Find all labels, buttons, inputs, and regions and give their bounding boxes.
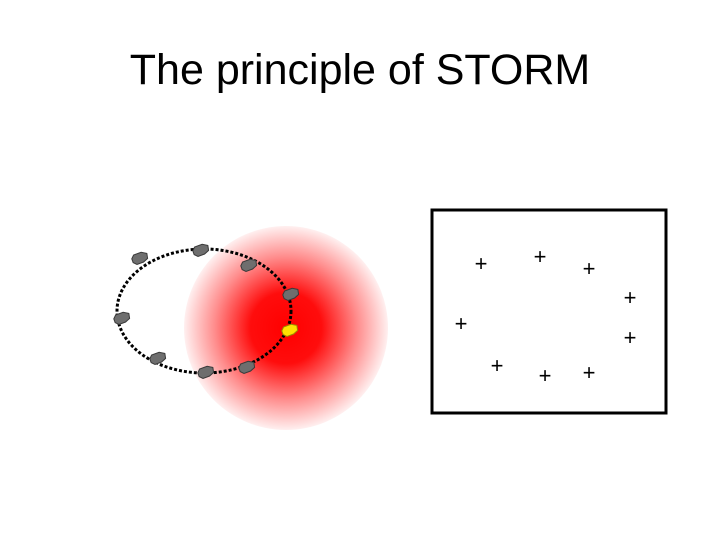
molecule [282,287,300,301]
molecule [197,365,215,379]
molecule-group [113,243,300,379]
localization-marker: + [455,311,468,336]
localization-marker: + [534,244,547,269]
localization-marker: + [491,353,504,378]
slide-title: The principle of STORM [129,46,591,94]
localization-group: + + + + + + + + + [455,244,637,388]
molecule [113,311,131,325]
localization-marker: + [624,285,637,310]
molecule [240,258,258,272]
localization-marker: + [475,251,488,276]
molecule [238,360,256,374]
molecule [149,351,167,365]
localization-panel [430,208,668,415]
localization-marker: + [624,325,637,350]
localization-marker: + [539,363,552,388]
active-molecule [281,323,299,337]
molecule [131,251,149,265]
molecule [192,243,210,257]
localization-marker: + [583,256,596,281]
localization-marker: + [583,360,596,385]
